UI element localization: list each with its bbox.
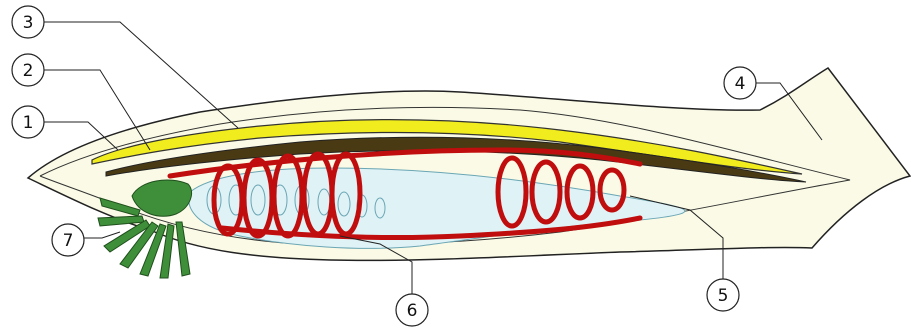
svg-text:4: 4 [735, 74, 746, 94]
svg-text:7: 7 [63, 231, 74, 251]
callout-5: 5 [707, 279, 739, 311]
callout-2: 2 [12, 54, 44, 86]
svg-text:6: 6 [407, 301, 418, 321]
svg-text:5: 5 [718, 286, 729, 306]
callout-4: 4 [724, 67, 756, 99]
callout-1: 1 [12, 106, 44, 138]
svg-text:1: 1 [23, 113, 34, 133]
svg-text:3: 3 [23, 13, 34, 33]
callout-3: 3 [12, 6, 44, 38]
callout-7: 7 [52, 224, 84, 256]
svg-text:2: 2 [23, 61, 34, 81]
callout-6: 6 [396, 294, 428, 326]
